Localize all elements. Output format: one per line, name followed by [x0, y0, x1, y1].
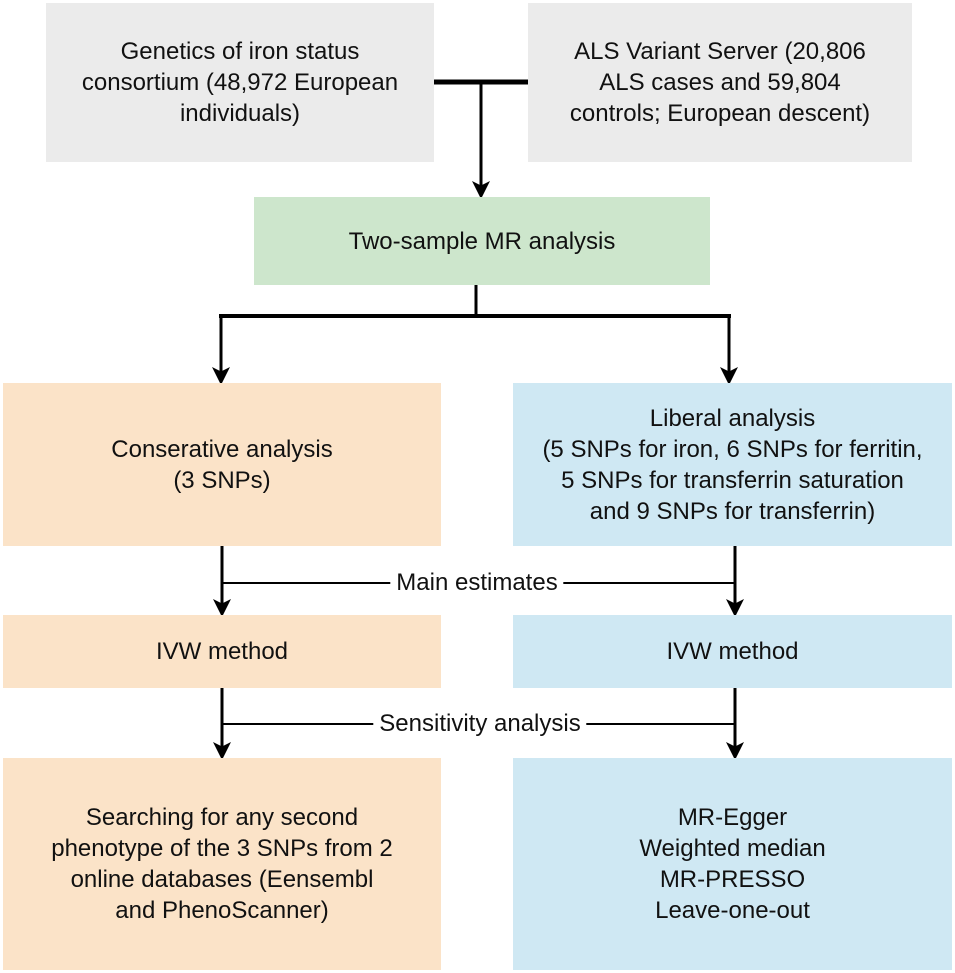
text-line: individuals) — [179, 100, 301, 127]
two-sample-mr-box: Two-sample MR analysis — [254, 197, 710, 285]
text-line: and 9 SNPs for transferrin) — [589, 497, 876, 525]
main-estimates-label: Main estimates — [390, 569, 564, 597]
text-line: (3 SNPs) — [173, 466, 271, 494]
text-line: ALS cases and 59,804 — [599, 69, 841, 96]
text-line: IVW method — [155, 638, 289, 665]
text-line: Liberal analysis — [649, 404, 816, 432]
liberal-box: Liberal analysis (5 SNPs for iron, 6 SNP… — [513, 383, 952, 546]
text-line: Leave-one-out — [655, 897, 810, 924]
text-line: Searching for any second — [85, 804, 359, 831]
text-line: and PhenoScanner) — [115, 897, 329, 924]
text-line: IVW method — [666, 638, 799, 665]
text-line: consortium (48,972 European — [81, 69, 399, 96]
text-line: phenotype of the 3 SNPs from 2 — [51, 835, 393, 862]
text-line: ALS Variant Server (20,806 — [574, 38, 866, 65]
als-server-box: ALS Variant Server (20,806 ALS cases and… — [528, 3, 912, 162]
text-line: Two-sample MR analysis — [348, 227, 616, 255]
iron-consortium-box: Genetics of iron status consortium (48,9… — [46, 3, 434, 162]
conservative-box: Conserative analysis (3 SNPs) — [3, 383, 441, 546]
text-line: Weighted median — [639, 835, 826, 862]
sensitivity-methods-box: MR-Egger Weighted median MR-PRESSO Leave… — [513, 758, 952, 970]
second-phenotype-box: Searching for any second phenotype of th… — [3, 758, 441, 970]
text-line: (5 SNPs for iron, 6 SNPs for ferritin, — [542, 435, 923, 463]
text-line: MR-Egger — [677, 804, 788, 831]
ivw-right-box: IVW method — [513, 615, 952, 688]
text-line: 5 SNPs for transferrin saturation — [561, 466, 904, 494]
text-line: online databases (Eensembl — [70, 866, 374, 893]
text-line: Genetics of iron status — [120, 38, 360, 65]
text-line: MR-PRESSO — [659, 866, 806, 893]
text-line: controls; European descent) — [569, 100, 871, 127]
sensitivity-label: Sensitivity analysis — [373, 710, 587, 738]
text-line: Conserative analysis — [111, 435, 333, 463]
ivw-left-box: IVW method — [3, 615, 441, 688]
